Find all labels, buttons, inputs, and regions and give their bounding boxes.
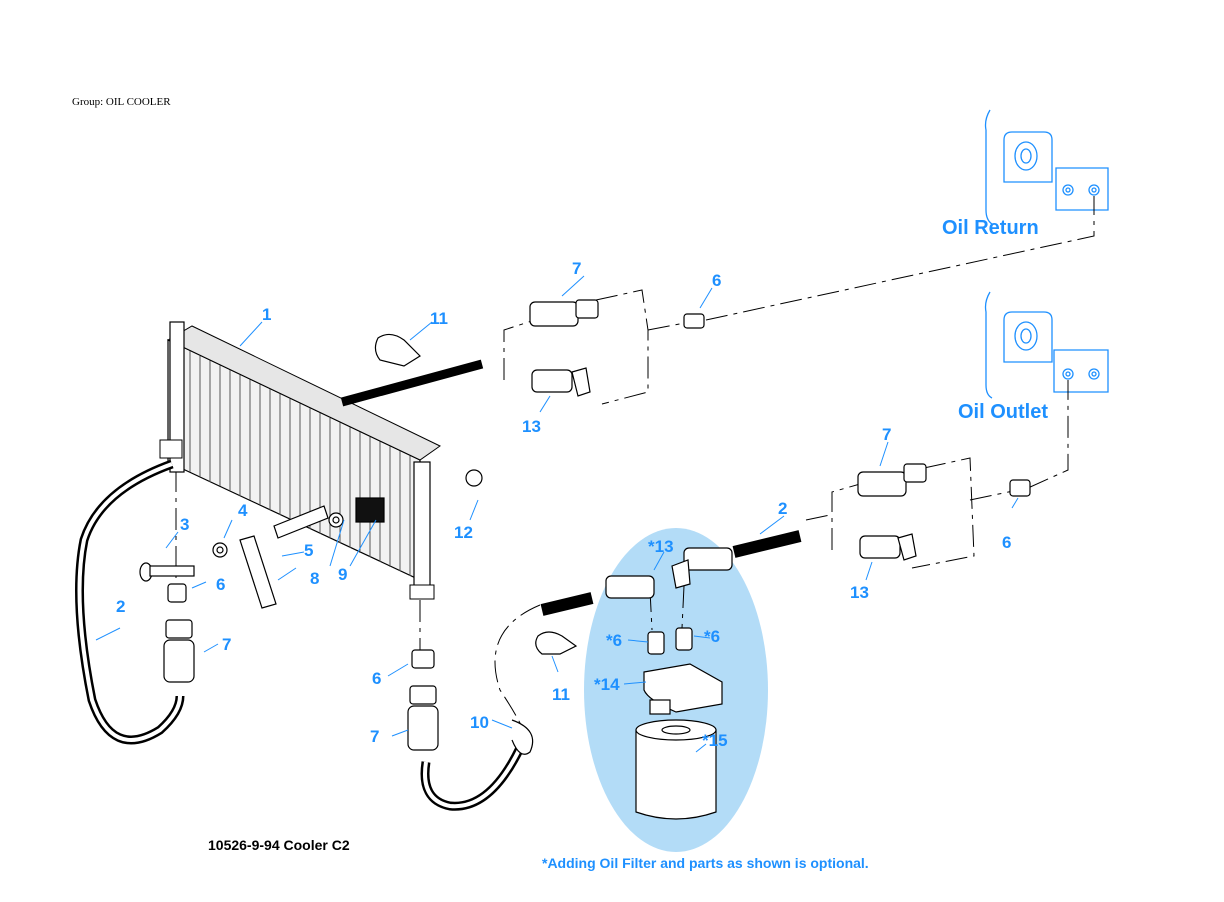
hose-right: [732, 530, 802, 558]
engine-outlet-port: [984, 291, 1109, 399]
callout-7-left: 7: [222, 635, 231, 654]
callout-10: 10: [470, 713, 489, 732]
callout-2-right: 2: [778, 499, 787, 518]
hose-left: [75, 459, 185, 745]
callout-7-upper: 7: [572, 259, 581, 278]
callout-6-right: 6: [1002, 533, 1011, 552]
optional-note: *Adding Oil Filter and parts as shown is…: [542, 855, 869, 871]
figure-caption: 10526-9-94 Cooler C2: [208, 837, 350, 853]
fittings: [139, 299, 1031, 755]
callout-opt-6-right: *6: [704, 627, 720, 646]
callout-opt-15: *15: [702, 731, 728, 750]
callout-opt-14: *14: [594, 675, 620, 694]
callout-9: 9: [338, 565, 347, 584]
hose-bottom: [420, 746, 525, 811]
callout-6-left: 6: [216, 575, 225, 594]
callout-8: 8: [310, 569, 319, 588]
callout-opt-6-left: *6: [606, 631, 622, 650]
callout-13-upper: 13: [522, 417, 541, 436]
leader-lines: [95, 275, 1019, 753]
callout-6-upper: 6: [712, 271, 721, 290]
hose-filter: [540, 592, 594, 616]
hose-upper: [340, 359, 484, 407]
callout-3: 3: [180, 515, 189, 534]
oil-filter-assembly: [605, 547, 733, 820]
callout-5: 5: [304, 541, 313, 560]
callout-2-left: 2: [116, 597, 125, 616]
callout-11-lower: 11: [552, 685, 570, 704]
callout-7-bottom: 7: [370, 727, 379, 746]
callout-7-right: 7: [882, 425, 891, 444]
group-label: Group: OIL COOLER: [72, 96, 171, 108]
callout-6-bottom: 6: [372, 669, 381, 688]
callout-1: 1: [262, 305, 271, 324]
callout-12: 12: [454, 523, 473, 542]
oil-return-label: Oil Return: [942, 217, 1039, 239]
oil-outlet-label: Oil Outlet: [958, 401, 1048, 423]
callout-13-right: 13: [850, 583, 869, 602]
engine-return-port: [984, 109, 1109, 225]
callout-4: 4: [238, 501, 248, 520]
callout-11-upper: 11: [430, 309, 448, 328]
callout-opt-13: *13: [648, 537, 674, 556]
